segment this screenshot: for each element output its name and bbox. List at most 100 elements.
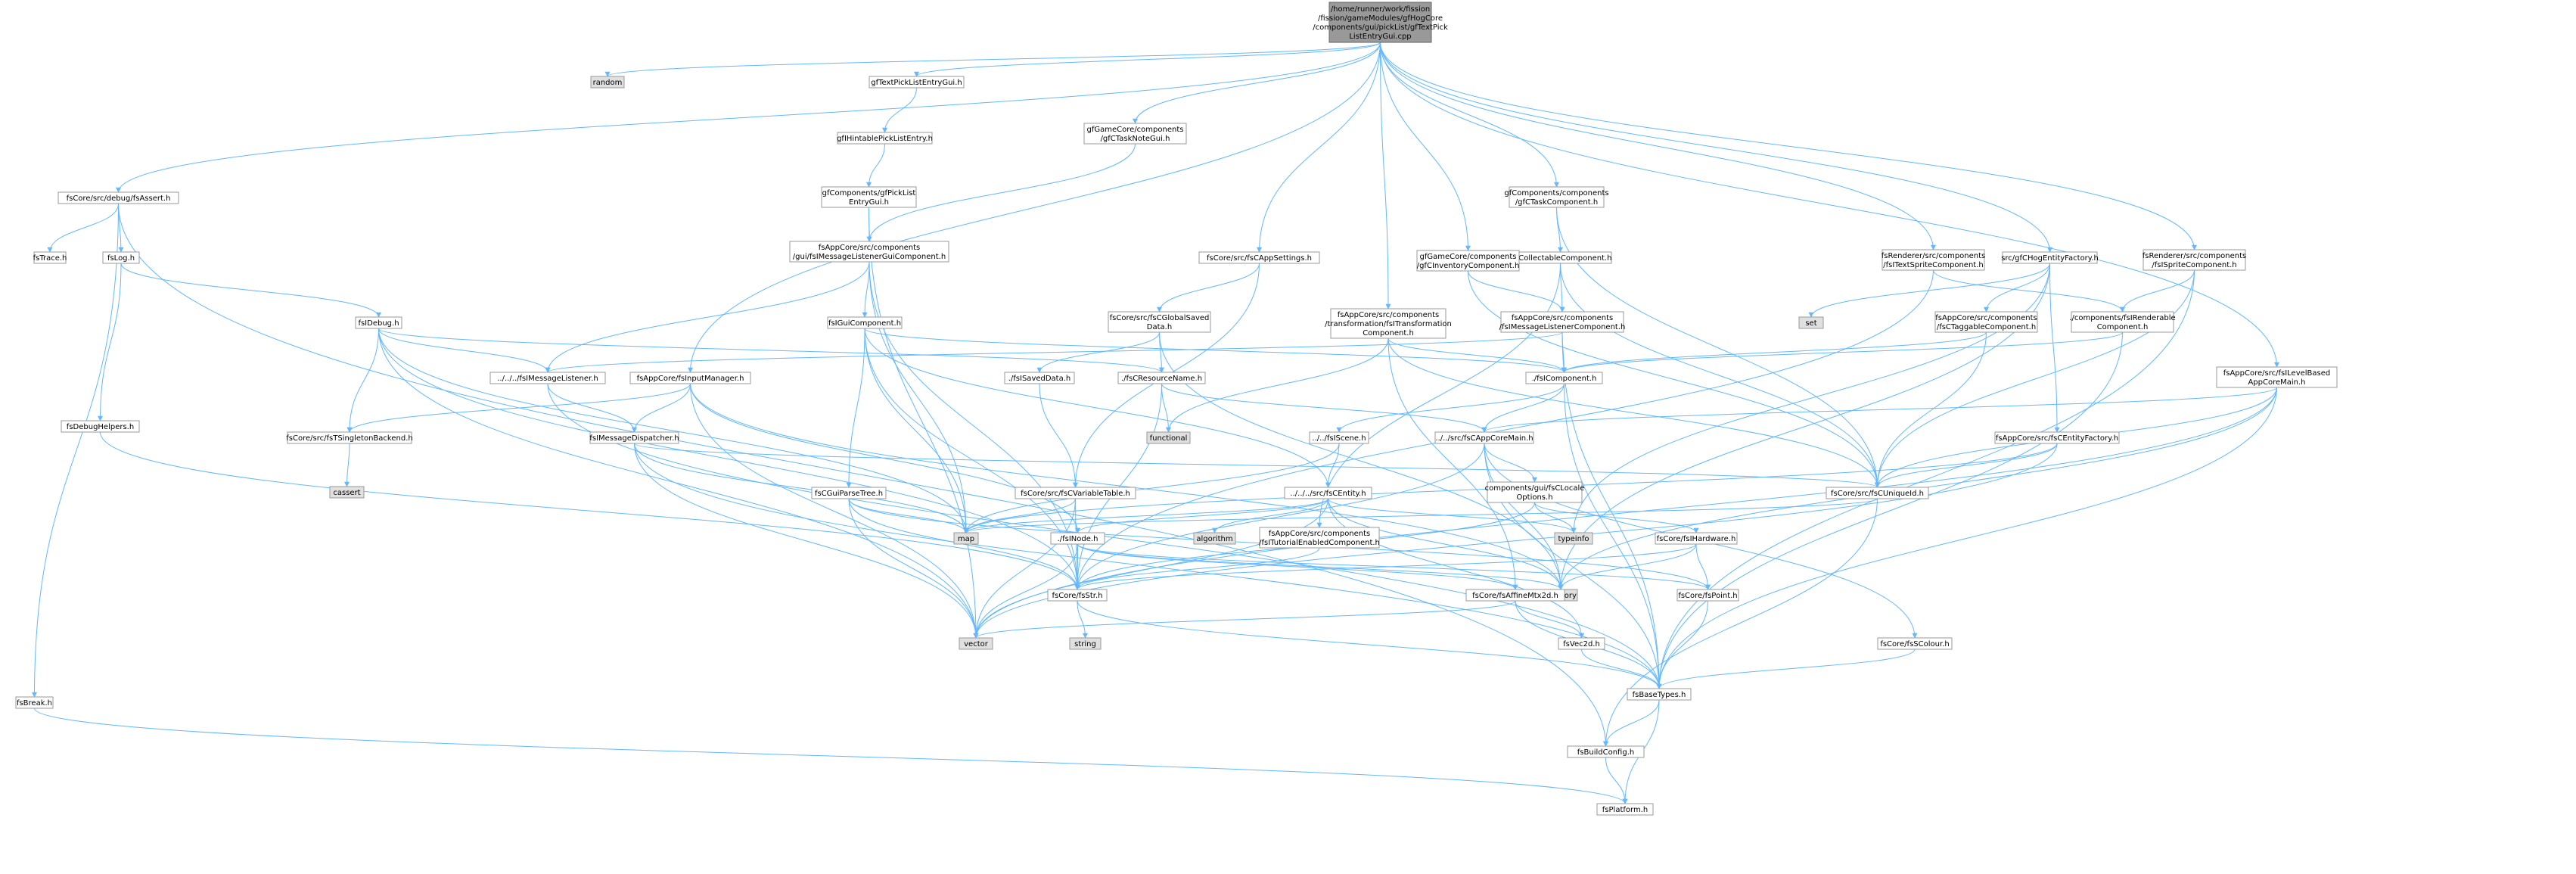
node-box-gfIHintablePickListEntry bbox=[837, 132, 933, 145]
node-box-fsAssert bbox=[57, 191, 179, 204]
node-gfTextPickListEntryGui[interactable]: gfTextPickListEntryGui.h bbox=[869, 76, 965, 89]
node-box-fsISpriteComponent bbox=[2143, 249, 2246, 271]
node-label-fsIComponent-line-0: ./fsIComponent.h bbox=[1532, 375, 1597, 383]
node-fsInputManager[interactable]: fsAppCore/fsInputManager.h bbox=[629, 372, 751, 384]
node-fsCTaggableComponent[interactable]: fsAppCore/src/components/fsCTaggableComp… bbox=[1934, 311, 2038, 333]
node-fsCAppCoreMain[interactable]: ../../src/fsCAppCoreMain.h bbox=[1434, 431, 1534, 444]
node-fsBreak[interactable]: fsBreak.h bbox=[15, 696, 54, 709]
node-gfTaskComponent[interactable]: gfComponents/components/gfCTaskComponent… bbox=[1504, 186, 1609, 208]
edge-fsISpriteComponent-to-fsCUniqueId bbox=[1875, 269, 2195, 488]
node-fsTSingletonBackend[interactable]: fsCore/src/fsTSingletonBackend.h bbox=[286, 431, 413, 444]
node-fsIMessageListenerGuiComponent[interactable]: fsAppCore/src/components/gui/fsIMessageL… bbox=[789, 241, 949, 263]
node-box-fsCAppSettings bbox=[1198, 251, 1320, 264]
node-fsISavedData[interactable]: ./fsISavedData.h bbox=[1004, 372, 1075, 384]
node-fsISpriteComponent[interactable]: fsRenderer/src/components/fsISpriteCompo… bbox=[2143, 249, 2247, 271]
node-box-fsTrace bbox=[33, 251, 67, 264]
node-fsIMessageListenerComponent[interactable]: fsAppCore/src/components/fsIMessageListe… bbox=[1499, 311, 1626, 333]
node-fsVec2d[interactable]: fsVec2d.h bbox=[1558, 637, 1605, 650]
edge-fsCLocaleOptions-to-fsHardware bbox=[1534, 502, 1699, 533]
node-box-fsITransformationComponent bbox=[1330, 308, 1446, 339]
node-fsIScene[interactable]: ../../fsIScene.h bbox=[1309, 431, 1369, 444]
node-box-random bbox=[590, 76, 625, 89]
node-box-fsCLocaleOptions bbox=[1487, 481, 1583, 503]
node-fsCVariableTable[interactable]: fsCore/src/fsCVariableTable.h bbox=[1015, 487, 1136, 499]
node-box-vector bbox=[959, 637, 993, 650]
node-gfICollectableComponent[interactable]: gfICollectableComponent.h bbox=[1509, 251, 1612, 264]
node-fsStr[interactable]: fsCore/fsStr.h bbox=[1047, 589, 1108, 602]
edge-fsIMessageListenerComponent-to-fsIMessageListener bbox=[545, 331, 1563, 373]
edge-fsINode-to-memory bbox=[1077, 543, 1564, 590]
node-fsCAppSettings[interactable]: fsCore/src/fsCAppSettings.h bbox=[1198, 251, 1320, 264]
node-box-gfTaskNoteGui bbox=[1083, 123, 1187, 145]
node-fsITutorialEnabledComponent[interactable]: fsAppCore/src/components/fsITutorialEnab… bbox=[1259, 527, 1380, 549]
node-fsIComponent[interactable]: ./fsIComponent.h bbox=[1525, 372, 1603, 384]
edge-fsDebug-to-map bbox=[378, 328, 969, 533]
edge-fsIMessageDispatcher-to-vector bbox=[634, 443, 979, 639]
node-label-fsILevelBasedAppCoreMain-line-0: fsAppCore/src/fsILevelBased bbox=[2223, 369, 2331, 378]
node-box-fsSColour bbox=[1877, 637, 1953, 650]
node-random: random bbox=[590, 76, 625, 89]
edge-fsAffineMtx2d-to-fsVec2d bbox=[1515, 600, 1584, 639]
node-fsDebug[interactable]: fsIDebug.h bbox=[355, 316, 402, 329]
node-root[interactable]: /home/runner/work/fission/fission/gameMo… bbox=[1313, 2, 1448, 43]
node-fsITransformationComponent[interactable]: fsAppCore/src/components/transformation/… bbox=[1325, 308, 1452, 339]
node-fsTrace[interactable]: fsTrace.h bbox=[33, 251, 67, 264]
edge-root-to-random bbox=[604, 42, 1381, 77]
node-label-string-line-0: string bbox=[1074, 640, 1096, 649]
node-fsINode[interactable]: ./fsINode.h bbox=[1050, 532, 1105, 545]
node-fsCResourceName[interactable]: ./fsCResourceName.h bbox=[1117, 372, 1206, 384]
edge-fsCAppCoreMain-to-fsCLocaleOptions bbox=[1484, 443, 1537, 483]
node-gfCInventoryComponent[interactable]: gfGameCore/components/gfCInventoryCompon… bbox=[1416, 250, 1520, 272]
node-label-fsHardware-line-0: fsCore/fsIHardware.h bbox=[1657, 535, 1736, 543]
node-fsBuildConfig[interactable]: fsBuildConfig.h bbox=[1567, 745, 1645, 758]
edge-fsCEntity-to-typeinfo bbox=[1328, 498, 1577, 533]
node-fsCEntity[interactable]: ../../../src/fsCEntity.h bbox=[1284, 487, 1372, 499]
node-fsDebugHelpers[interactable]: fsDebugHelpers.h bbox=[61, 420, 140, 433]
node-label-fsITransformationComponent-line-2: Component.h bbox=[1363, 329, 1414, 337]
node-fsSColour[interactable]: fsCore/fsSColour.h bbox=[1877, 637, 1953, 650]
node-fsPlatform[interactable]: fsPlatform.h bbox=[1596, 803, 1654, 816]
edge-fsIMessageListenerGuiComponent-to-map bbox=[869, 261, 969, 533]
node-fsPoint[interactable]: fsCore/fsPoint.h bbox=[1676, 589, 1739, 602]
node-gfTaskNoteGui[interactable]: gfGameCore/components/gfCTaskNoteGui.h bbox=[1083, 123, 1187, 145]
edge-fsIComponent-to-fsBaseTypes bbox=[1564, 383, 1662, 689]
node-fsAffineMtx2d[interactable]: fsCore/fsAffineMtx2d.h bbox=[1465, 589, 1565, 602]
edge-fsInputManager-to-vector bbox=[690, 383, 979, 639]
node-fsLog[interactable]: fsLog.h bbox=[102, 251, 140, 264]
edge-root-to-fsCAppSettings bbox=[1257, 42, 1381, 253]
node-fsIMessageListener[interactable]: ../../../fsIMessageListener.h bbox=[489, 372, 606, 384]
edge-fsAffineMtx2d-to-vector bbox=[973, 600, 1516, 639]
node-fsITextSpriteComponent[interactable]: fsRenderer/src/components/fsITextSpriteC… bbox=[1882, 249, 1986, 271]
edge-fsStr-to-fsBaseTypes bbox=[1077, 600, 1662, 689]
node-fsBaseTypes[interactable]: fsBaseTypes.h bbox=[1627, 688, 1692, 701]
node-fsIMessageDispatcher[interactable]: fsIMessageDispatcher.h bbox=[589, 431, 679, 444]
edge-fsDebug-to-fsStr bbox=[378, 328, 1080, 590]
node-box-gfCInventoryComponent bbox=[1416, 250, 1520, 272]
node-fsAssert[interactable]: fsCore/src/debug/fsAssert.h bbox=[57, 191, 179, 204]
node-label-fsCEntity-line-0: ../../../src/fsCEntity.h bbox=[1290, 490, 1366, 498]
edge-fsISpriteComponent-to-fsIRenderableComponent bbox=[2120, 269, 2195, 313]
node-fsCUniqueId[interactable]: fsCore/src/fsCUniqueId.h bbox=[1826, 487, 1929, 499]
node-fsCGuiParseTree[interactable]: fsCGuiParseTree.h bbox=[811, 487, 887, 499]
node-label-fsAssert-line-0: fsCore/src/debug/fsAssert.h bbox=[67, 194, 171, 203]
node-box-fsCGlobalSavedData bbox=[1108, 311, 1211, 333]
node-label-vector-line-0: vector bbox=[964, 640, 989, 649]
node-fsHardware[interactable]: fsCore/fsIHardware.h bbox=[1655, 532, 1738, 545]
edge-fsCEntity-to-memory bbox=[1328, 498, 1564, 590]
edge-root-to-gfTaskNoteGui bbox=[1133, 42, 1381, 124]
node-box-fsIComponent bbox=[1525, 372, 1603, 384]
edge-fsBreak-to-fsPlatform bbox=[34, 708, 1628, 804]
node-gfCHogEntityFactory[interactable]: src/gfCHogEntityFactory.h bbox=[2001, 251, 2099, 264]
node-label-fsAffineMtx2d-line-0: fsCore/fsAffineMtx2d.h bbox=[1472, 592, 1558, 600]
node-gfIHintablePickListEntry[interactable]: gfIHintablePickListEntry.h bbox=[837, 132, 933, 145]
edge-fsCEntity-to-fsINode bbox=[1075, 498, 1328, 533]
node-fsIGuiComponent[interactable]: fsIGuiComponent.h bbox=[827, 316, 903, 329]
node-fsCEntityFactory[interactable]: fsAppCore/src/fsCEntityFactory.h bbox=[1994, 431, 2120, 444]
edge-fsIGuiComponent-to-fsCGuiParseTree bbox=[846, 328, 865, 488]
node-label-fsITextSpriteComponent-line-1: /fsITextSpriteComponent.h bbox=[1883, 261, 1984, 269]
